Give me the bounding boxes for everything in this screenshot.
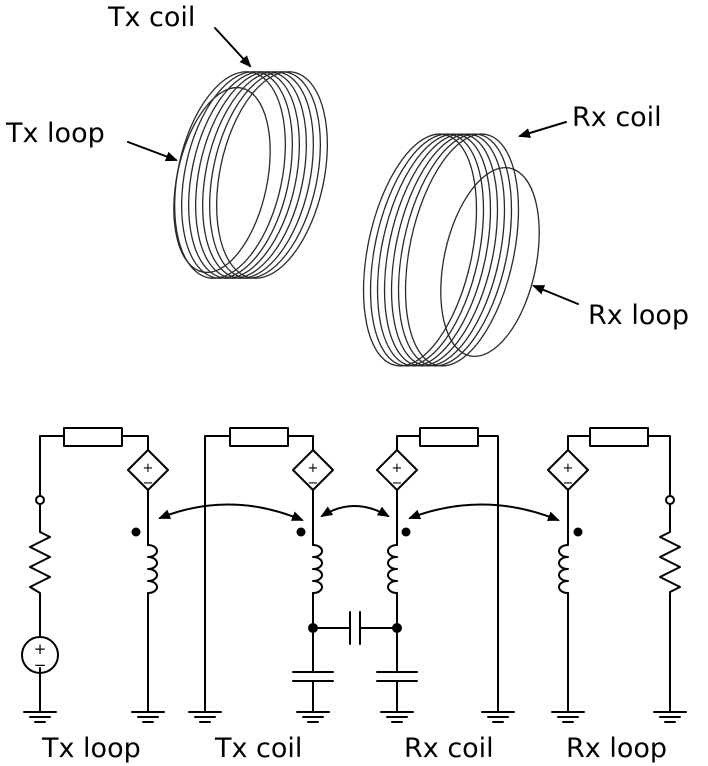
tx-coil-arrow [214,27,252,68]
rx-coil-capacitor [376,671,418,682]
tx-coil-capacitor [292,671,334,682]
coupling-capacitor [308,611,402,645]
rx-loop-impedance [589,427,649,447]
coupling-arrow-middle [320,505,390,518]
rx-coil-inductor [387,544,398,594]
rx-loop-label: Rx loop [588,300,689,331]
polarity-dot [296,527,306,537]
rx-loop-inductor [558,544,569,594]
rx-coil-turns [362,133,520,367]
tx-coil-label: Tx coil [107,2,195,33]
polarity-dot [401,527,411,537]
svg-text:+: + [143,461,154,476]
rx-coil-impedance [419,427,479,447]
tx-loop-circuit: + − + − [21,427,169,713]
load-resistor [659,503,681,713]
circuit-label-tx-coil: Tx coil [214,733,302,764]
tx-loop-label: Tx loop [5,118,105,149]
svg-text:−: − [143,476,154,491]
port-terminal [35,495,45,505]
rx-coil-label: Rx coil [572,102,662,133]
tx-coil-drawing [173,71,329,279]
svg-text:−: − [563,476,574,491]
circuit-label-tx-loop: Tx loop [41,733,141,764]
tx-coil-circuit: + − [204,427,334,713]
source-minus: − [34,656,47,674]
coupling-arrow-rx [408,503,560,521]
rx-coil-drawing [362,133,540,367]
port-terminal [665,495,675,505]
coupling-arrow-tx [158,503,304,521]
tx-loop-inductor [147,544,158,594]
svg-text:−: − [308,476,319,491]
svg-text:+: + [563,461,574,476]
svg-text:−: − [392,476,403,491]
polarity-dot [131,527,141,537]
rx-coil-arrow [518,121,567,138]
rx-loop-ring [440,166,540,358]
tx-loop-ring [173,86,271,274]
tx-loop-impedance [63,427,123,447]
tx-coil-impedance [229,427,289,447]
tx-loop-arrow [127,141,178,162]
source-plus: + [34,640,47,658]
polarity-dot [573,527,583,537]
rx-loop-arrow [532,285,579,305]
svg-text:+: + [308,461,319,476]
ground-symbols [23,711,687,723]
junction-dot [308,623,318,633]
rx-coil-circuit: + − [376,427,499,713]
rx-loop-circuit: + − [547,427,681,713]
circuit-label-rx-coil: Rx coil [404,733,494,764]
svg-text:+: + [392,461,403,476]
tx-coil-turns [173,71,329,279]
tx-loop-resistor [29,504,51,599]
tx-coil-inductor [312,544,323,594]
junction-dot [392,623,402,633]
circuit-label-rx-loop: Rx loop [566,733,667,764]
dependent-source [547,449,589,491]
